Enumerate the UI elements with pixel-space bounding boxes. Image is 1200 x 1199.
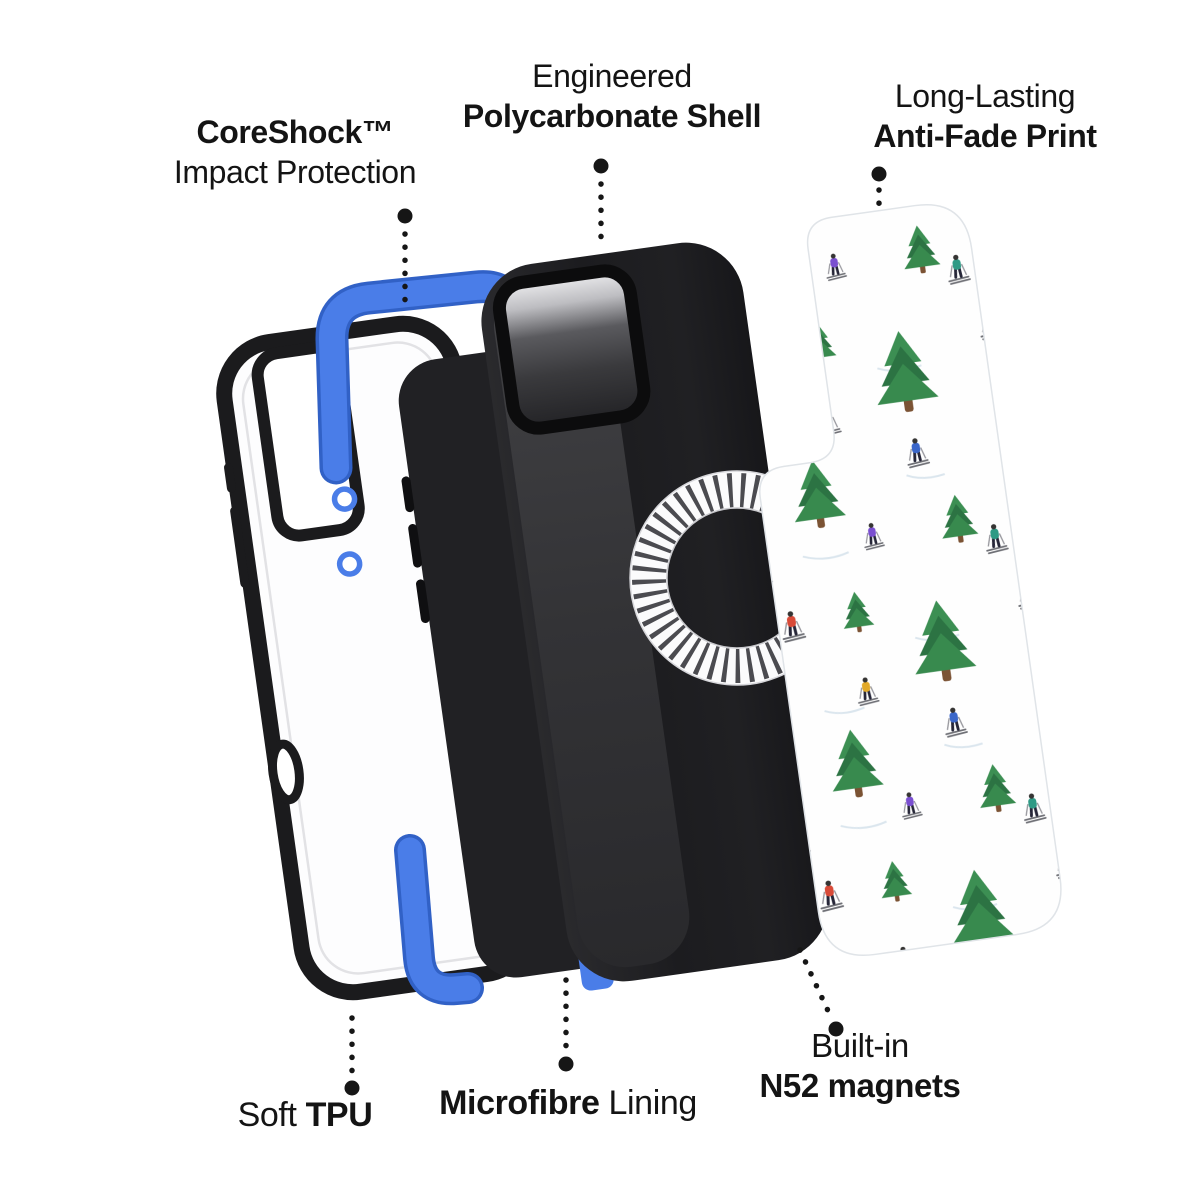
label-microfibre-name: Microfibre [439, 1084, 600, 1122]
label-microfibre-desc: Lining [608, 1084, 698, 1122]
label-coreshock-name: CoreShock™ [196, 114, 394, 150]
leader-magnets [797, 947, 844, 1037]
label-shell-desc: Engineered [532, 58, 692, 94]
label-tpu: Soft TPU [238, 1094, 373, 1136]
label-tpu-desc: Soft [237, 1096, 297, 1134]
label-print-desc: Long-Lasting [894, 78, 1076, 114]
tpu-action-button [224, 462, 236, 493]
label-coreshock-desc: Impact Protection [173, 154, 417, 190]
label-magnets: Built-in N52 magnets [759, 1026, 960, 1106]
tpu-oval-cutout [268, 739, 304, 805]
microfibre-lining [493, 274, 690, 968]
label-magnets-name: N52 magnets [759, 1067, 961, 1104]
leader-print [871, 166, 887, 219]
leader-coreshock [397, 208, 413, 305]
label-print: Long-Lasting Anti-Fade Print [873, 76, 1097, 156]
label-microfibre: Microfibre Lining [439, 1082, 697, 1124]
label-magnets-desc: Built-in [811, 1027, 909, 1064]
leader-shell [593, 158, 609, 249]
leader-tpu [344, 1015, 360, 1096]
label-print-name: Anti-Fade Print [873, 118, 1097, 154]
label-shell: Engineered Polycarbonate Shell [462, 56, 762, 136]
shell-camera-cutout [492, 264, 651, 435]
label-tpu-name: TPU [305, 1096, 373, 1134]
blue-lens-ring [331, 486, 358, 512]
label-coreshock: CoreShock™ Impact Protection [173, 112, 417, 192]
blue-lens-ring [336, 551, 363, 577]
label-shell-name: Polycarbonate Shell [462, 98, 762, 134]
leader-lines [344, 158, 887, 1096]
leader-microfibre [558, 977, 574, 1072]
printed-back-plate [759, 203, 1062, 957]
tpu-volume-button [230, 506, 250, 588]
